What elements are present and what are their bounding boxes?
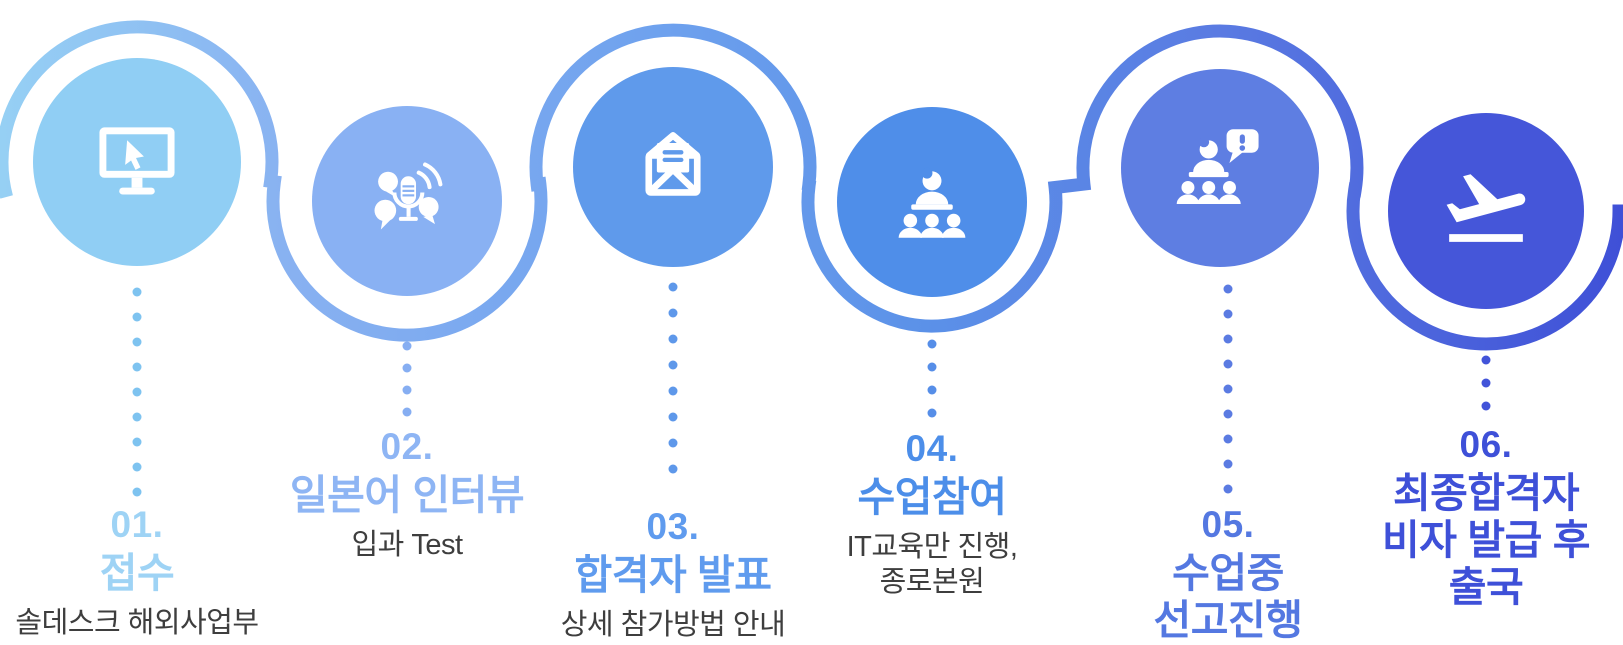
dot: [402, 341, 412, 351]
step-title: 최종합격자 비자 발급 후 출국: [1382, 470, 1590, 611]
process-step-6: 06. 최종합격자 비자 발급 후 출국: [1336, 426, 1623, 620]
dot: [402, 363, 412, 373]
dot: [132, 362, 142, 372]
step-subtitle: 입과 Test: [351, 529, 463, 562]
dot: [668, 334, 678, 344]
dot: [668, 308, 678, 318]
step-title: 수업참여: [857, 474, 1007, 520]
dot: [132, 437, 142, 447]
dot: [668, 282, 678, 292]
classroom-presentation-icon: [898, 167, 966, 238]
step-number: 04.: [905, 428, 959, 469]
step-subtitle: IT교육만 진행, 종로본원: [846, 531, 1018, 598]
dot: [132, 287, 142, 297]
dot: [1223, 384, 1233, 394]
dot: [1223, 359, 1233, 369]
dot: [927, 362, 937, 372]
airplane-takeoff-icon: [1446, 174, 1526, 242]
dot: [668, 386, 678, 396]
dot: [1481, 355, 1491, 365]
step-number: 06.: [1459, 424, 1513, 465]
dot: [1223, 334, 1233, 344]
dotted-connector-line: [1481, 355, 1491, 411]
dot: [927, 339, 937, 349]
classroom-alert-icon: [1176, 129, 1259, 204]
dot: [1223, 309, 1233, 319]
dotted-connector-line: [927, 339, 937, 418]
process-step-2: 02. 일본어 인터뷰 입과 Test: [257, 428, 557, 563]
dot: [1481, 378, 1491, 388]
process-step-4: 04. 수업참여 IT교육만 진행, 종로본원: [782, 430, 1082, 600]
dotted-connector-line: [1223, 284, 1233, 494]
process-step-3: 03. 합격자 발표 상세 참가방법 안내: [523, 508, 823, 643]
step-title: 접수: [99, 550, 175, 596]
snake-connector-path: [0, 20, 1623, 351]
interview-microphone-icon: [374, 162, 443, 230]
dotted-connector-line: [402, 341, 412, 417]
dot: [402, 385, 412, 395]
step-title: 합격자 발표: [574, 552, 773, 598]
monitor-cursor-icon: [99, 127, 175, 195]
dot: [1223, 484, 1233, 494]
step-title: 수업중 선고진행: [1153, 550, 1303, 644]
process-step-1: 01. 접수 솔데스크 해외사업부: [0, 506, 287, 641]
step-title: 일본어 인터뷰: [289, 472, 525, 518]
dot: [927, 408, 937, 418]
dot: [668, 464, 678, 474]
dot: [132, 412, 142, 422]
envelope-letter-icon: [645, 132, 701, 196]
dot: [402, 407, 412, 417]
dot: [1223, 284, 1233, 294]
dot: [1223, 434, 1233, 444]
dot: [668, 412, 678, 422]
dot: [1223, 409, 1233, 419]
step-number: 05.: [1201, 504, 1255, 545]
dotted-connector-line: [668, 282, 678, 474]
process-step-5: 05. 수업중 선고진행: [1078, 506, 1378, 645]
dot: [132, 487, 142, 497]
step-subtitle: 상세 참가방법 안내: [560, 609, 786, 642]
step-number: 03.: [646, 506, 700, 547]
step-number: 01.: [110, 504, 164, 545]
dot: [927, 385, 937, 395]
dot: [132, 337, 142, 347]
dot: [1481, 401, 1491, 411]
dot: [1223, 459, 1233, 469]
step-subtitle: 솔데스크 해외사업부: [15, 607, 259, 640]
dot: [132, 312, 142, 322]
dot: [132, 387, 142, 397]
step-number: 02.: [380, 426, 434, 467]
dot: [668, 360, 678, 370]
dot: [132, 462, 142, 472]
dotted-connector-line: [132, 287, 142, 497]
dot: [668, 438, 678, 448]
